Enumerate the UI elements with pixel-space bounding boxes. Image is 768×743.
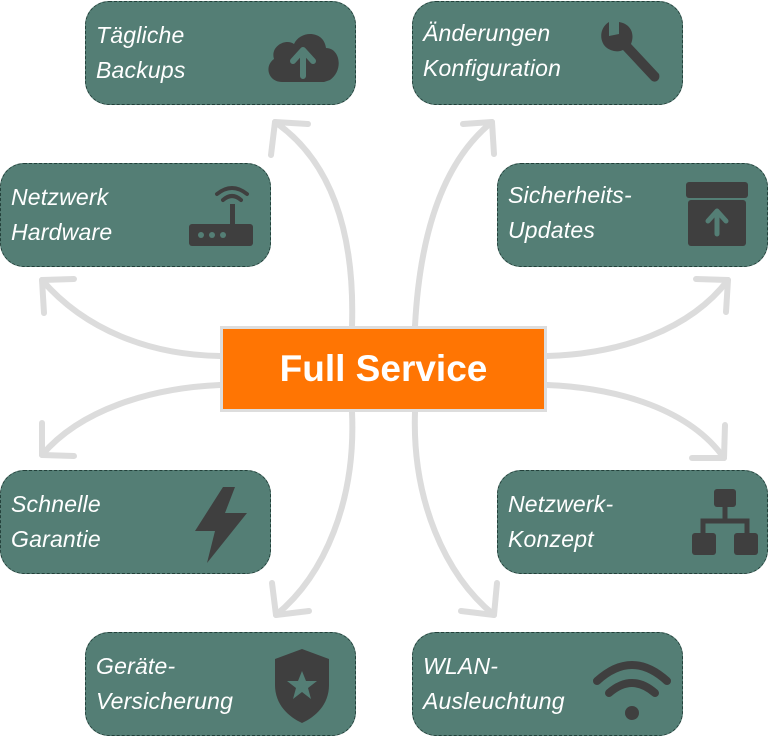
arrow-head: [39, 276, 77, 316]
center-full-service: Full Service: [220, 326, 547, 412]
sitemap-icon: [692, 487, 758, 559]
arrow-to-sicherheits-updates: [544, 277, 731, 359]
arrow-to-schnelle-garantie: [39, 382, 223, 458]
center-title: Full Service: [279, 348, 488, 389]
arrow-head: [458, 580, 500, 618]
cloud-upload-icon: [264, 26, 342, 84]
arrow-head: [689, 422, 728, 461]
wifi-icon: [591, 655, 673, 725]
card-label: Sicherheits-Updates: [508, 182, 632, 243]
arrow-to-wlan-ausleuchtung: [411, 409, 497, 618]
card-label: Netzwerk-Konzept: [508, 491, 614, 552]
arrow-to-aenderungen: [412, 119, 495, 329]
arrow-head: [269, 580, 312, 618]
archive-upload-icon: [684, 180, 750, 250]
card-netzwerk-konzept[interactable]: Netzwerk-Konzept: [497, 470, 768, 574]
arrow-head: [39, 420, 77, 459]
arrow-head: [460, 119, 497, 157]
wrench-icon: [595, 18, 665, 88]
card-geraete-versicherung[interactable]: Geräte-Versicherung: [85, 632, 356, 736]
router-icon: [187, 180, 257, 250]
arrow-to-netzwerk-hardware: [39, 277, 223, 359]
arrow-to-geraete-versicherung: [273, 409, 356, 618]
arrow-head: [268, 119, 311, 158]
card-wlan-ausleuchtung[interactable]: WLAN-Ausleuchtung: [412, 632, 683, 736]
arrow-head: [693, 276, 731, 315]
card-sicherheits-updates[interactable]: Sicherheits-Updates: [497, 163, 768, 267]
card-label: Geräte-Versicherung: [96, 653, 234, 714]
card-label: WLAN-Ausleuchtung: [423, 653, 565, 714]
lightning-bolt-icon: [191, 485, 251, 565]
arrow-to-taegliche-backups: [272, 119, 356, 329]
shield-star-icon: [271, 647, 333, 725]
arrow-to-netzwerk-konzept: [544, 382, 727, 461]
